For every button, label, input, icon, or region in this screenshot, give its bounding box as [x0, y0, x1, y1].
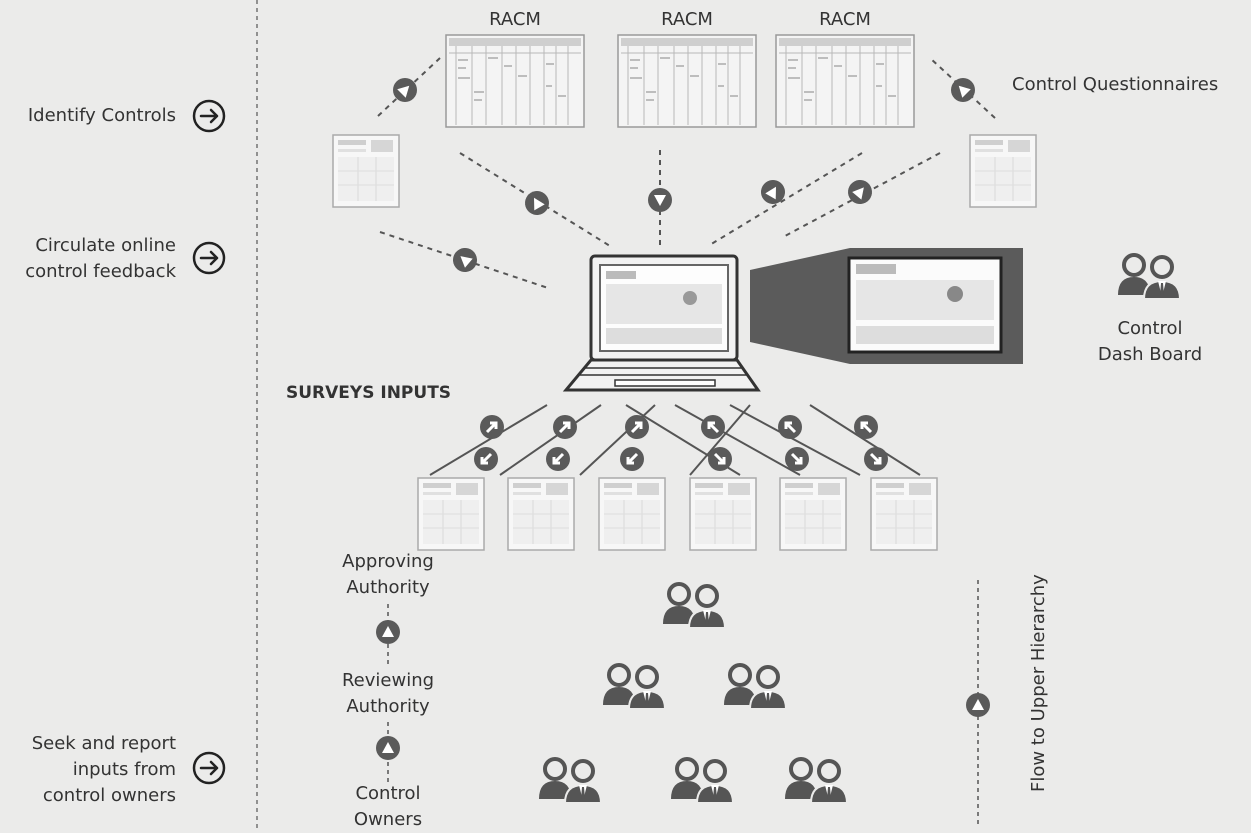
upload-arrow-icon [776, 413, 804, 441]
racm-label: RACM [819, 9, 871, 30]
step-identify-controls: Identify Controls [27, 105, 176, 126]
survey-doc [507, 477, 575, 551]
owners-line2: Owners [353, 809, 423, 830]
reviewing-people-icon [722, 663, 788, 711]
flow-arrow-icon [648, 188, 672, 212]
hierarchy-up-arrow-icon [376, 620, 400, 644]
arrow-right-circle-icon [192, 751, 226, 785]
dashboard-people-icon [1116, 253, 1182, 301]
download-arrow-icon [618, 445, 646, 473]
owners-people-icon [537, 757, 603, 805]
download-arrow-icon [472, 445, 500, 473]
upload-arrow-icon [623, 413, 651, 441]
racm-label: RACM [661, 9, 713, 30]
download-arrow-icon [706, 445, 734, 473]
survey-connector-lines [429, 404, 921, 476]
upper-flow-arrow-icon [966, 693, 990, 717]
questionnaire-doc-left [332, 134, 400, 208]
dashboard-screen [750, 248, 1023, 364]
approving-line1: Approving [342, 551, 434, 572]
download-arrow-icon [783, 445, 811, 473]
flow-arrow-icon [520, 186, 554, 220]
racm-document-2 [617, 34, 757, 128]
approving-line2: Authority [346, 577, 430, 598]
arrow-right-circle-icon [192, 241, 226, 275]
surveys-inputs-label: SURVEYS INPUTS [286, 383, 452, 403]
download-arrow-icon [862, 445, 890, 473]
laptop-icon [562, 254, 761, 392]
step-circulate-line2: control feedback [25, 261, 176, 282]
control-dashboard-label: Control Dash Board [1080, 316, 1220, 368]
upload-arrow-icon [699, 413, 727, 441]
survey-doc [870, 477, 938, 551]
step-circulate-feedback: Circulate online control feedback [0, 233, 176, 285]
dashboard-line1: Control [1117, 318, 1183, 339]
owners-people-icon [669, 757, 735, 805]
flow-upper-hierarchy-label: Flow to Upper Hierarchy [1028, 574, 1049, 792]
control-questionnaires-label: Control Questionnaires [1012, 74, 1219, 95]
upload-arrow-icon [478, 413, 506, 441]
flow-arrow-icon [946, 73, 980, 107]
step-circulate-line1: Circulate online [35, 235, 176, 256]
flow-arrow-icon [448, 243, 482, 277]
download-arrow-icon [544, 445, 572, 473]
approving-authority-label: Approving Authority [318, 549, 458, 601]
hierarchy-up-arrow-icon [376, 736, 400, 760]
approving-people-icon [661, 582, 727, 630]
survey-doc [598, 477, 666, 551]
owners-line1: Control [355, 783, 421, 804]
step-seek-report: Seek and report inputs from control owne… [0, 731, 176, 809]
questionnaire-doc-right [969, 134, 1037, 208]
arrow-right-circle-icon [192, 99, 226, 133]
control-owners-label: Control Owners [318, 781, 458, 833]
racm-document-1 [445, 34, 585, 128]
step-seek-line1: Seek and report [31, 733, 176, 754]
reviewing-people-icon [601, 663, 667, 711]
racm-label: RACM [489, 9, 541, 30]
racm-document-3 [775, 34, 915, 128]
reviewing-authority-label: Reviewing Authority [318, 668, 458, 720]
step-seek-line3: control owners [42, 785, 176, 806]
flow-arrow-icon [756, 175, 790, 209]
upload-arrow-icon [551, 413, 579, 441]
reviewing-line1: Reviewing [341, 670, 435, 691]
dashboard-line2: Dash Board [1097, 344, 1203, 365]
survey-doc [779, 477, 847, 551]
survey-doc [417, 477, 485, 551]
upload-arrow-icon [852, 413, 880, 441]
owners-people-icon [783, 757, 849, 805]
step-seek-line2: inputs from [72, 759, 176, 780]
reviewing-line2: Authority [346, 696, 430, 717]
flow-arrow-icon [843, 175, 877, 209]
survey-doc [689, 477, 757, 551]
